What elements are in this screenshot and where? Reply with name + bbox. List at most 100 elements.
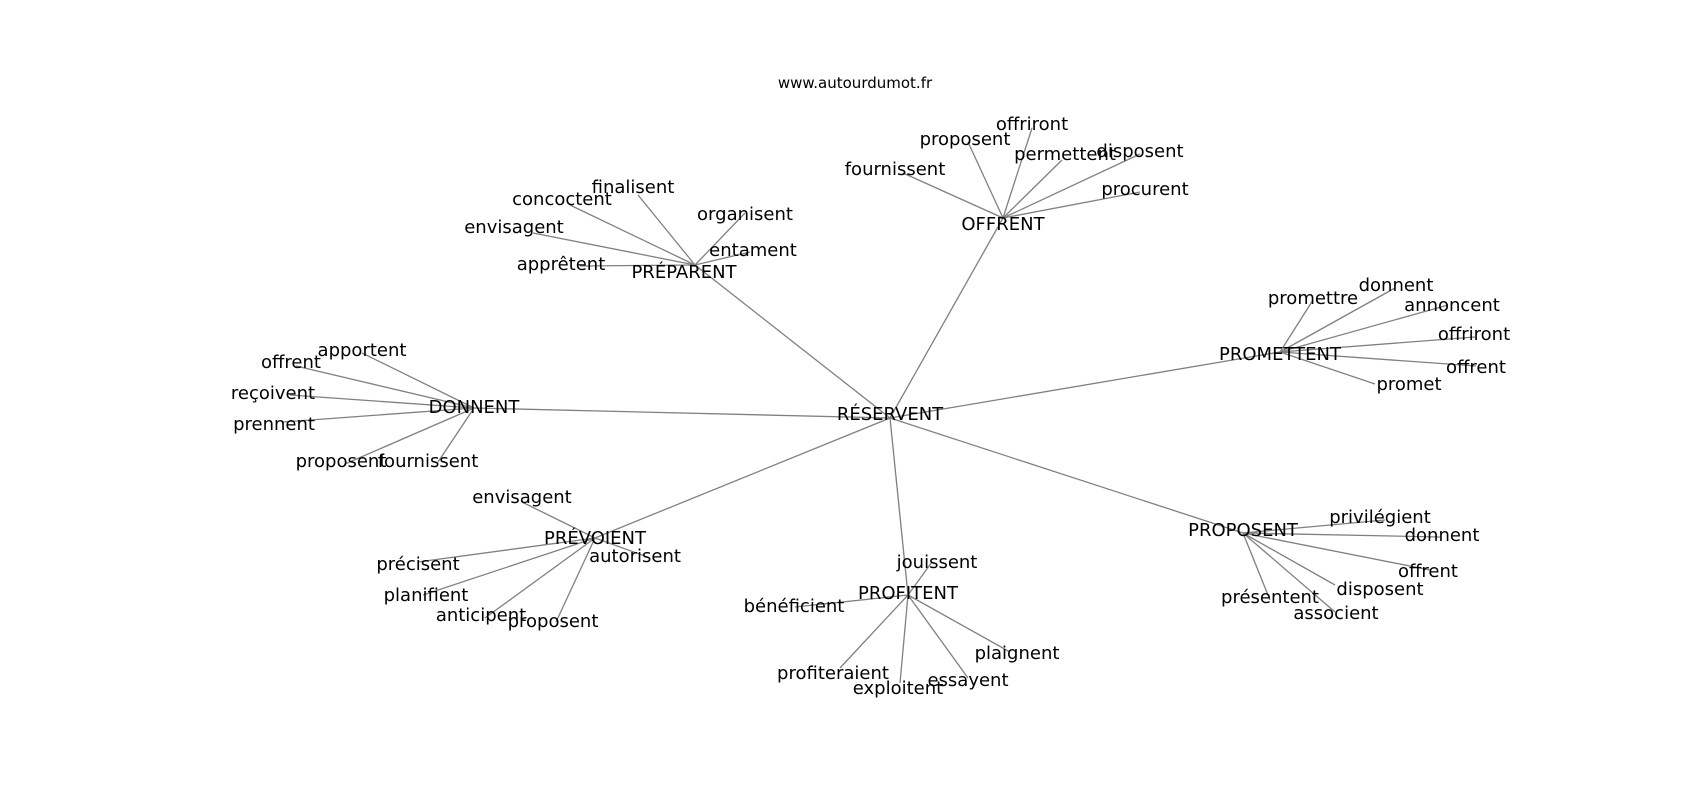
leaf-node-offrent-5[interactable]: procurent [1101, 179, 1188, 200]
leaf-node-preparent-2[interactable]: organisent [697, 204, 793, 225]
edge-offrent-3 [1002, 159, 1063, 219]
edge-root-profitent [889, 417, 909, 596]
edge-proposent-0 [1242, 519, 1386, 534]
edge-donnent-0 [361, 352, 475, 409]
edge-proposent-2 [1242, 532, 1431, 571]
edge-offrent-5 [1002, 191, 1141, 219]
leaf-node-profitent-0[interactable]: jouissent [896, 552, 978, 573]
edge-preparent-1 [637, 194, 696, 266]
edge-prevoient-3 [422, 537, 596, 596]
leaf-node-donnent-2[interactable]: reçoivent [231, 383, 315, 404]
leaf-node-offrent-3[interactable]: permettent [1014, 144, 1116, 165]
edge-root-preparent [694, 264, 891, 419]
root-node-reservent[interactable]: RÉSERVENT [837, 403, 944, 425]
leaf-node-preparent-4[interactable]: entament [709, 240, 797, 261]
edge-preparent-3 [532, 232, 696, 266]
edge-profitent-1 [794, 594, 909, 608]
edge-root-donnent [473, 407, 891, 419]
graph-nodes: fournissentproposentoffrirontpermettentd… [231, 114, 1510, 699]
leaf-node-donnent-5[interactable]: fournissent [378, 451, 479, 472]
edge-preparent-4 [694, 251, 751, 266]
leaf-node-profitent-4[interactable]: exploitent [853, 678, 943, 699]
group-node-offrent[interactable]: OFFRENT [961, 214, 1045, 235]
site-watermark: www.autourdumot.fr [778, 74, 933, 92]
edge-root-promettent [889, 351, 1281, 419]
edge-profitent-3 [839, 594, 909, 669]
edge-proposent-5 [1242, 532, 1336, 613]
leaf-node-donnent-3[interactable]: prennent [233, 414, 315, 435]
leaf-node-prevoient-2[interactable]: autorisent [589, 546, 681, 567]
edge-donnent-1 [295, 365, 475, 409]
leaf-node-profitent-1[interactable]: bénéficient [744, 596, 845, 617]
edge-preparent-5 [579, 264, 696, 267]
leaf-node-offrent-1[interactable]: proposent [920, 129, 1011, 150]
edge-promettent-2 [1279, 304, 1449, 353]
leaf-node-profitent-5[interactable]: essayent [927, 670, 1008, 691]
leaf-node-prevoient-0[interactable]: envisagent [472, 487, 572, 508]
leaf-node-preparent-3[interactable]: envisagent [464, 217, 564, 238]
edge-promettent-5 [1279, 351, 1376, 385]
leaf-node-proposent-1[interactable]: donnent [1405, 525, 1480, 546]
group-node-prevoient[interactable]: PRÉVOIENT [544, 527, 647, 549]
leaf-node-donnent-1[interactable]: offrent [261, 352, 321, 373]
leaf-node-promettent-4[interactable]: offrent [1446, 357, 1506, 378]
leaf-node-proposent-3[interactable]: disposent [1336, 579, 1423, 600]
edge-preparent-2 [694, 212, 746, 266]
edge-proposent-1 [1242, 532, 1441, 538]
group-node-preparent[interactable]: PRÉPARENT [631, 261, 737, 283]
group-node-donnent[interactable]: DONNENT [429, 397, 521, 418]
leaf-node-profitent-3[interactable]: profiteraient [777, 663, 889, 684]
edge-offrent-2 [1002, 127, 1033, 219]
edge-promettent-3 [1279, 336, 1476, 353]
edge-profitent-4 [899, 594, 909, 684]
leaf-node-preparent-5[interactable]: apprêtent [517, 254, 606, 275]
leaf-node-preparent-0[interactable]: concoctent [512, 189, 612, 210]
edge-root-offrent [889, 217, 1004, 419]
edge-prevoient-2 [594, 537, 646, 557]
edge-promettent-4 [1279, 351, 1477, 367]
leaf-node-prevoient-4[interactable]: anticipent [436, 605, 526, 626]
leaf-node-donnent-0[interactable]: apportent [318, 340, 407, 361]
leaf-node-proposent-4[interactable]: présentent [1221, 587, 1319, 608]
leaf-node-prevoient-5[interactable]: proposent [508, 611, 599, 632]
leaf-node-promettent-2[interactable]: annoncent [1404, 295, 1500, 316]
leaf-node-offrent-0[interactable]: fournissent [845, 159, 946, 180]
leaf-node-promettent-1[interactable]: donnent [1359, 275, 1434, 296]
edge-prevoient-0 [521, 501, 596, 539]
edge-profitent-5 [907, 594, 969, 679]
edge-offrent-4 [1002, 153, 1141, 219]
graph-edges [282, 127, 1477, 684]
leaf-node-proposent-2[interactable]: offrent [1398, 561, 1458, 582]
edge-preparent-0 [569, 204, 696, 266]
group-node-promettent[interactable]: PROMETTENT [1219, 344, 1342, 365]
edge-proposent-4 [1242, 532, 1271, 601]
leaf-node-offrent-2[interactable]: offriront [996, 114, 1068, 135]
leaf-node-promettent-5[interactable]: promet [1376, 374, 1441, 395]
edge-offrent-1 [967, 141, 1004, 219]
group-node-profitent[interactable]: PROFITENT [858, 583, 959, 604]
edge-promettent-1 [1279, 287, 1396, 353]
edge-offrent-0 [902, 172, 1004, 219]
leaf-node-donnent-4[interactable]: proposent [296, 451, 387, 472]
edge-root-proposent [889, 417, 1244, 534]
edge-profitent-2 [907, 594, 1011, 653]
leaf-node-prevoient-1[interactable]: précisent [376, 554, 459, 575]
leaf-node-offrent-4[interactable]: disposent [1096, 141, 1183, 162]
leaf-node-proposent-5[interactable]: associent [1293, 603, 1378, 624]
leaf-node-promettent-0[interactable]: promettre [1268, 288, 1358, 309]
edge-donnent-3 [282, 407, 475, 423]
edge-donnent-2 [289, 394, 475, 409]
leaf-node-preparent-1[interactable]: finalisent [592, 177, 675, 198]
leaf-node-promettent-3[interactable]: offriront [1438, 324, 1510, 345]
leaf-node-proposent-0[interactable]: privilégient [1329, 507, 1431, 528]
edge-donnent-5 [437, 407, 475, 463]
edge-prevoient-4 [484, 537, 596, 619]
edge-promettent-0 [1279, 299, 1314, 353]
edge-donnent-4 [344, 407, 475, 465]
edge-root-prevoient [594, 417, 891, 539]
leaf-node-prevoient-3[interactable]: planifient [384, 585, 469, 606]
leaf-node-profitent-2[interactable]: plaignent [975, 643, 1060, 664]
group-node-proposent[interactable]: PROPOSENT [1188, 520, 1299, 541]
edge-prevoient-5 [555, 537, 596, 623]
